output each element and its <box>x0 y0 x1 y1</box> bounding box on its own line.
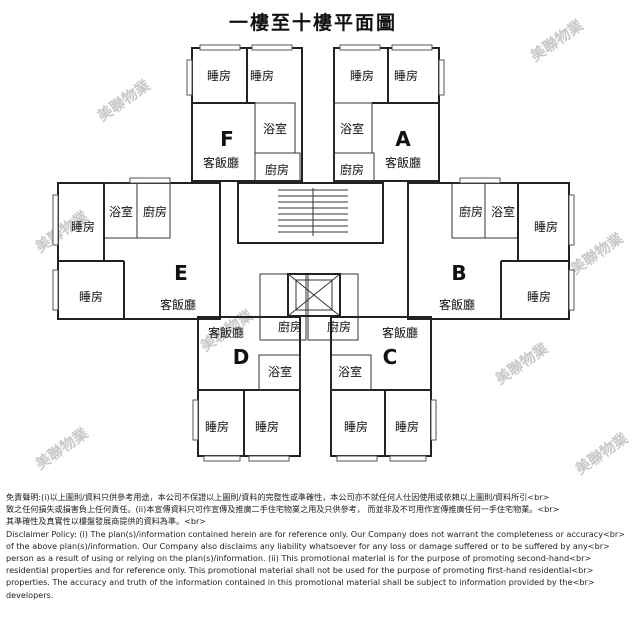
disclaimer-zh-line: 致之任何損失或損害負上任何責任。(ii)本宣傳資料只可作宣傳及推廣二手住宅物業之… <box>6 504 560 515</box>
watermarks: 美聯物業 美聯物業 美聯物業 美聯物業 美聯物業 美聯物業 美聯物業 美聯物業 <box>32 16 632 479</box>
bathroom-label: 浴室 <box>491 204 515 219</box>
living-dining-label: 客飯廳 <box>382 325 418 340</box>
unit-label-c: C <box>383 345 398 369</box>
living-dining-label: 客飯廳 <box>208 325 244 340</box>
floor-plan: 一樓至十樓平面圖 美聯物業 美聯物業 美聯物業 美聯物業 美聯物業 美聯物業 美… <box>32 11 632 479</box>
bedroom-label: 睡房 <box>79 289 103 304</box>
bedroom-label: 睡房 <box>534 219 558 234</box>
watermark: 美聯物業 <box>94 76 154 126</box>
disclaimer-zh-line: 免責聲明:(i)以上圖則/資料只供參考用途，本公司不保證以上圖則/資料的完整性或… <box>6 492 550 502</box>
disclaimer-en-line: developers. <box>6 589 54 600</box>
disclaimer-en-line: of the above plan(s)/information. Our Co… <box>6 540 610 551</box>
kitchen-label: 廚房 <box>143 204 167 219</box>
unit-label-f: F <box>220 127 234 151</box>
disclaimer: 免責聲明:(i)以上圖則/資料只供參考用途，本公司不保證以上圖則/資料的完整性或… <box>6 491 636 601</box>
unit-label-d: D <box>233 345 250 369</box>
living-dining-label: 客飯廳 <box>439 297 475 312</box>
disclaimer-en-line: residential properties and for reference… <box>6 565 594 576</box>
bedroom-label: 睡房 <box>205 419 229 434</box>
windows <box>52 44 575 462</box>
watermark: 美聯物業 <box>492 339 552 389</box>
unit-labels: F A E B D C <box>174 127 466 369</box>
kitchen-label: 廚房 <box>459 204 483 219</box>
unit-label-b: B <box>451 261 466 285</box>
bedroom-label: 睡房 <box>344 419 368 434</box>
room-labels: 睡房 睡房 浴室 廚房 客飯廳 睡房 睡房 浴室 廚房 客飯廳 睡房 浴室 廚房… <box>71 68 558 434</box>
kitchen-label: 廚房 <box>340 162 364 177</box>
bathroom-label: 浴室 <box>109 204 133 219</box>
disclaimer-zh-line: 其準確性及真實性以樓盤發展商提供的資料為準。<br> <box>6 516 207 527</box>
bedroom-label: 睡房 <box>250 68 274 83</box>
living-dining-label: 客飯廳 <box>385 155 421 170</box>
bedroom-label: 睡房 <box>350 68 374 83</box>
plan-title: 一樓至十樓平面圖 <box>229 11 397 34</box>
bathroom-label: 浴室 <box>338 364 362 379</box>
kitchen-label: 廚房 <box>278 319 302 334</box>
bedroom-label: 睡房 <box>394 68 418 83</box>
disclaimer-en-line: properties. The accuracy and truth of th… <box>6 577 595 588</box>
living-dining-label: 客飯廳 <box>203 155 239 170</box>
kitchen-label: 廚房 <box>327 319 351 334</box>
kitchen-label: 廚房 <box>265 162 289 177</box>
bedroom-label: 睡房 <box>527 289 551 304</box>
unit-label-e: E <box>174 261 188 285</box>
bedroom-label: 睡房 <box>255 419 279 434</box>
watermark: 美聯物業 <box>527 16 587 66</box>
watermark: 美聯物業 <box>32 424 92 474</box>
watermark: 美聯物業 <box>572 429 632 479</box>
living-dining-label: 客飯廳 <box>160 297 196 312</box>
bedroom-label: 睡房 <box>207 68 231 83</box>
unit-label-a: A <box>395 127 411 151</box>
watermark: 美聯物業 <box>567 229 627 279</box>
bathroom-label: 浴室 <box>263 121 287 136</box>
walls <box>57 47 570 457</box>
bathroom-label: 浴室 <box>340 121 364 136</box>
bedroom-label: 睡房 <box>71 219 95 234</box>
stairs <box>278 188 348 236</box>
disclaimer-en-line: Disclaimer Policy: (i) The plan(s)/infor… <box>6 528 626 539</box>
bedroom-label: 睡房 <box>395 419 419 434</box>
bathroom-label: 浴室 <box>268 364 292 379</box>
disclaimer-en-line: person as a result of using or relying o… <box>6 553 592 564</box>
